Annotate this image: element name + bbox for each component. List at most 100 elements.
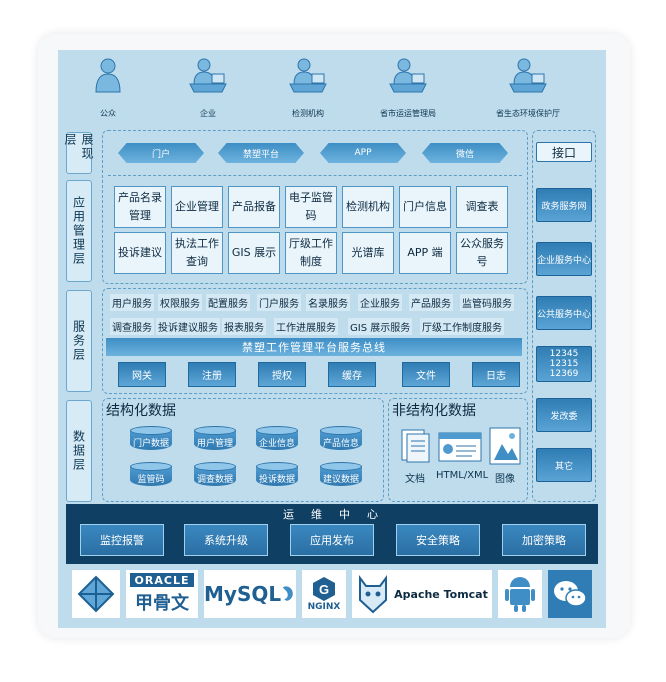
wechat-logo — [548, 570, 592, 618]
database-body — [320, 430, 362, 450]
database-label: 调查数据 — [196, 475, 233, 485]
portal-3[interactable]: 微信 — [422, 143, 508, 163]
database-label: 门户数据 — [132, 439, 169, 449]
module-tile[interactable]: 投诉建议 — [114, 232, 166, 274]
presentation-application-box — [102, 130, 528, 284]
nginx-hex-icon: G — [313, 577, 335, 601]
gateway-box: 注册 — [188, 362, 236, 387]
database-body — [194, 430, 236, 450]
module-tile[interactable]: 检测机构 — [342, 186, 394, 228]
service-item: GIS 展示服务 — [348, 318, 413, 335]
layer-divider — [108, 175, 522, 176]
module-tile[interactable]: 门户信息 — [399, 186, 451, 228]
gateway-box: 文件 — [402, 362, 450, 387]
database-body — [130, 430, 172, 450]
ops-button[interactable]: 加密策略 — [502, 524, 586, 556]
database-top — [320, 462, 362, 471]
service-item: 门户服务 — [257, 294, 301, 311]
module-tile[interactable]: 电子监管码 — [285, 186, 337, 228]
database-top — [256, 426, 298, 435]
database-cylinder: 调查数据 — [194, 462, 236, 488]
service-item: 投诉建议服务 — [156, 318, 220, 335]
module-tile[interactable]: 公众服务号 — [456, 232, 508, 274]
module-tile[interactable]: 厅级工作制度 — [285, 232, 337, 274]
user-label: 省市运运管理局 — [380, 109, 436, 118]
person-at-desk-icon — [389, 58, 427, 93]
database-cylinder: 用户管理 — [194, 426, 236, 452]
service-item: 产品服务 — [409, 294, 453, 311]
database-cylinder: 监管码 — [130, 462, 172, 488]
ops-button[interactable]: 应用发布 — [290, 524, 374, 556]
ops-button[interactable]: 监控报警 — [80, 524, 164, 556]
person-at-desk-icon — [509, 58, 547, 93]
database-label: 投诉数据 — [258, 475, 295, 485]
side-service-button[interactable]: 12345 12315 12369 — [536, 346, 592, 382]
tomcat-wordmark: Apache Tomcat — [394, 587, 488, 601]
module-tile[interactable]: GIS 展示 — [228, 232, 280, 274]
mysql-logo: MySQL — [204, 570, 296, 618]
dolphin-icon — [282, 586, 293, 601]
side-service-button[interactable]: 其它 — [536, 448, 592, 482]
portal-0[interactable]: 门户 — [118, 143, 204, 163]
ops-button[interactable]: 系统升级 — [184, 524, 268, 556]
oracle-logo: ORACLE 甲骨文 — [126, 570, 198, 618]
database-label: 产品信息 — [322, 439, 359, 449]
unstructured-label: 文档 — [405, 474, 425, 485]
database-body — [256, 466, 298, 486]
module-tile[interactable]: 执法工作查询 — [171, 232, 223, 274]
layer-data: 数据层 — [66, 400, 92, 502]
tomcat-cat-icon — [359, 575, 388, 614]
module-tile[interactable]: APP 端 — [399, 232, 451, 274]
module-tile[interactable]: 产品报备 — [228, 186, 280, 228]
service-item: 权限服务 — [158, 294, 202, 311]
interface-button[interactable]: 接口 — [536, 142, 592, 162]
structured-data-title: 结构化数据 — [106, 403, 176, 419]
centos-icon — [77, 575, 115, 613]
side-service-button[interactable]: 公共服务中心 — [536, 296, 592, 330]
html-xml-icon — [438, 432, 482, 462]
portal-2[interactable]: APP — [320, 143, 406, 163]
svg-text:G: G — [319, 582, 329, 597]
architecture-diagram: 公众企业检测机构省市运运管理局省生态环境保护厅 展现层 应用管理层 服务层 数据… — [58, 50, 606, 628]
android-logo — [498, 570, 542, 618]
database-cylinder: 建议数据 — [320, 462, 362, 488]
mysql-wordmark: MySQL — [204, 582, 282, 606]
unstructured-label: 图像 — [495, 474, 515, 485]
side-service-button[interactable]: 发改委 — [536, 398, 592, 432]
image-icon — [489, 427, 521, 465]
portal-1[interactable]: 禁塑平台 — [218, 143, 304, 163]
module-tile[interactable]: 光谱库 — [342, 232, 394, 274]
module-tile[interactable]: 企业管理 — [171, 186, 223, 228]
layer-service: 服务层 — [66, 290, 92, 392]
service-item: 厅级工作制度服务 — [420, 318, 504, 335]
tomcat-logo: Apache Tomcat — [352, 570, 492, 618]
side-interface-box — [532, 130, 596, 502]
layer-presentation: 展现层 — [63, 132, 94, 174]
user-label: 企业 — [200, 109, 216, 118]
ops-center-title: 运 维 中 心 — [283, 508, 381, 521]
database-label: 监管码 — [137, 475, 165, 485]
database-body — [130, 466, 172, 486]
database-body — [256, 430, 298, 450]
side-service-button[interactable]: 政务服务网 — [536, 188, 592, 222]
database-top — [194, 462, 236, 471]
database-label: 用户管理 — [196, 439, 233, 449]
gateway-box: 缓存 — [328, 362, 376, 387]
module-tile[interactable]: 调查表 — [456, 186, 508, 228]
side-service-button[interactable]: 企业服务中心 — [536, 242, 592, 276]
database-cylinder: 企业信息 — [256, 426, 298, 452]
gateway-box: 日志 — [472, 362, 520, 387]
service-box — [102, 288, 528, 394]
database-cylinder: 产品信息 — [320, 426, 362, 452]
module-tile[interactable]: 产品名录管理 — [114, 186, 166, 228]
unstructured-data-title: 非结构化数据 — [392, 403, 476, 419]
user-label: 公众 — [100, 109, 116, 118]
ops-button[interactable]: 安全策略 — [396, 524, 480, 556]
oracle-chinese-name: 甲骨文 — [135, 593, 189, 614]
gateway-box: 网关 — [118, 362, 166, 387]
database-cylinder: 投诉数据 — [256, 462, 298, 488]
database-body — [320, 466, 362, 486]
document-icon — [401, 429, 430, 463]
service-item: 报表服务 — [222, 318, 266, 335]
user-label: 省生态环境保护厅 — [496, 109, 560, 118]
